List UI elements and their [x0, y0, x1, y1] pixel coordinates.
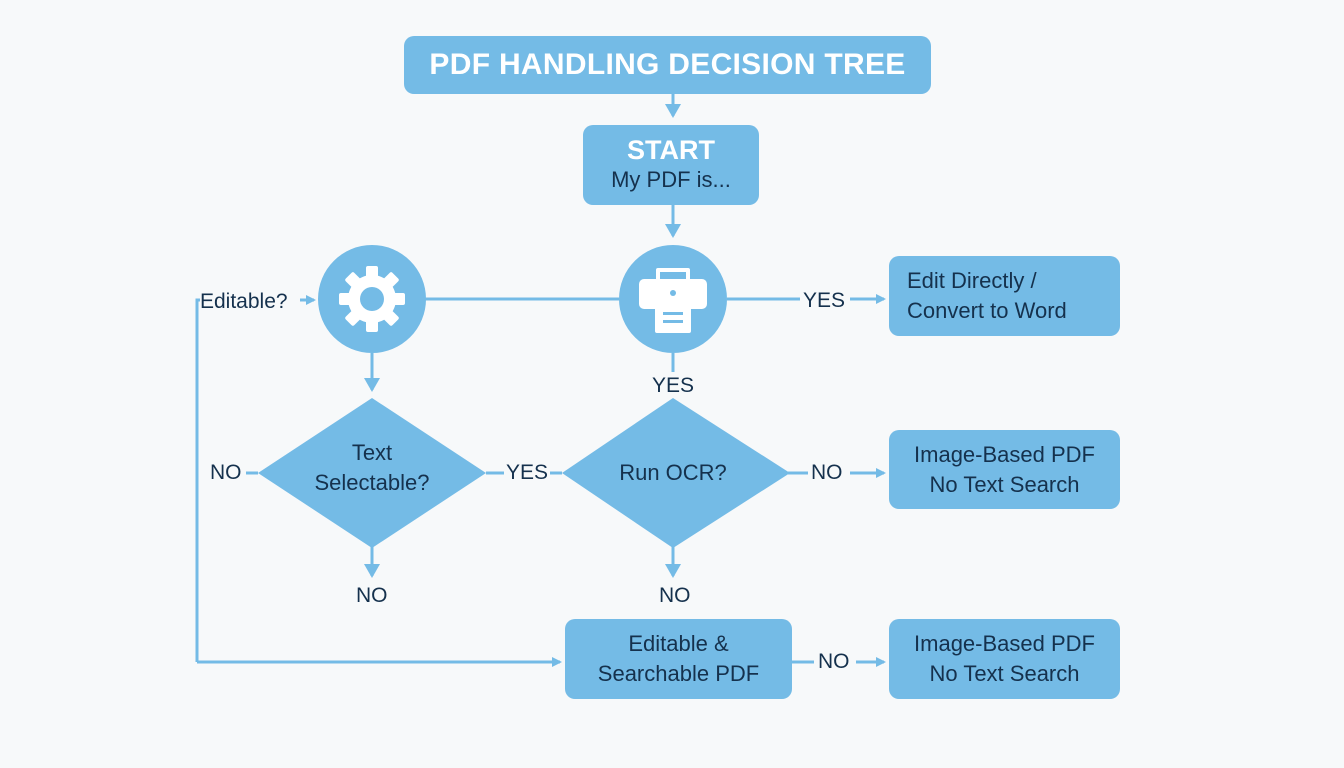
- decision-ocr-line1: Run OCR?: [619, 460, 727, 485]
- decision-text-selectable: [258, 398, 486, 548]
- decision-selectable-line1: Text: [351, 440, 393, 465]
- edge-label-selectable-no-left: NO: [210, 461, 242, 484]
- decision-text-selectable-label: Text Selectable?: [292, 438, 452, 498]
- outcome-image-based-2: Image-Based PDF No Text Search: [889, 619, 1120, 699]
- decision-run-ocr-label: Run OCR?: [596, 458, 750, 488]
- start-subtext: My PDF is...: [611, 167, 731, 192]
- edge-label-selectable-no-down: NO: [356, 584, 388, 607]
- outcome-image2-line2: No Text Search: [929, 661, 1080, 686]
- outcome-image-based-1: Image-Based PDF No Text Search: [889, 430, 1120, 509]
- edge-label-printer-yes-right: YES: [803, 289, 846, 312]
- outcome-searchable-line1: Editable &: [628, 631, 729, 656]
- connector-left-loop: [195, 298, 200, 662]
- edge-label-searchable-no: NO: [818, 650, 850, 673]
- gear-icon: [339, 266, 405, 332]
- title-text: PDF HANDLING DECISION TREE: [429, 48, 906, 81]
- outcome-edit-line1: Edit Directly /: [907, 268, 1037, 293]
- decision-selectable-line2: Selectable?: [314, 470, 430, 495]
- outcome-image1-line1: Image-Based PDF: [914, 441, 1095, 467]
- outcome-edit-directly: Edit Directly / Convert to Word: [889, 256, 1120, 336]
- printer-node: [619, 245, 727, 353]
- edge-label-ocr-no-down: NO: [659, 584, 691, 607]
- outcome-searchable-line2: Searchable PDF: [597, 661, 760, 686]
- edge-label-editable: Editable?: [200, 290, 288, 313]
- start-node: START My PDF is...: [583, 125, 759, 205]
- outcome-image1-line2: No Text Search: [929, 471, 1080, 497]
- edge-label-printer-yes-down: YES: [652, 374, 695, 397]
- settings-node: [318, 245, 426, 353]
- outcome-image2-line1: Image-Based PDF: [914, 631, 1095, 656]
- start-heading: START: [627, 135, 715, 165]
- printer-icon: [639, 268, 707, 333]
- outcome-editable-searchable: Editable & Searchable PDF: [565, 619, 792, 699]
- outcome-edit-line2: Convert to Word: [907, 298, 1067, 323]
- decision-run-ocr: [562, 398, 790, 548]
- edge-label-selectable-yes: YES: [506, 461, 549, 484]
- page-title: PDF HANDLING DECISION TREE: [404, 36, 931, 94]
- edge-label-ocr-no-right: NO: [811, 461, 843, 484]
